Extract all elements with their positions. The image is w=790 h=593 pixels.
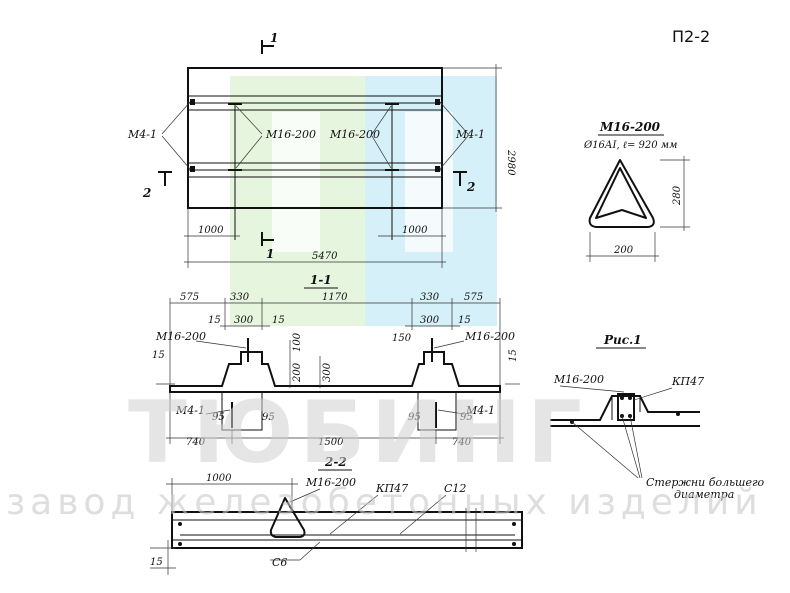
s1-mid-300-b: 300 — [420, 315, 440, 326]
plan-label-m16-left: М16-200 — [265, 128, 316, 141]
watermark-subtitle: завод железобетонных изделий — [6, 482, 763, 523]
watermark-logo — [230, 76, 497, 326]
s2-label-kp: КП47 — [375, 482, 408, 495]
s1-bottom-740-right: 740 — [452, 437, 472, 448]
fig1-label-kp: КП47 — [671, 375, 704, 388]
s1-rib-95-c: 95 — [408, 412, 421, 423]
s1-rib-95-d: 95 — [460, 412, 473, 423]
s1-label-m16-left: М16-200 — [155, 330, 206, 343]
s1-rib-95-b: 95 — [262, 412, 275, 423]
s1-label-m41-right: М4-1 — [465, 404, 495, 417]
s1-rib-95-a: 95 — [212, 412, 225, 423]
s2-offset-dim: 1000 — [206, 473, 232, 484]
s1-h-200: 200 — [292, 362, 303, 383]
plan-label-m16-right: М16-200 — [329, 128, 380, 141]
fig1-note-line2: диаметра — [674, 488, 734, 501]
section-2-title: 2-2 — [324, 455, 347, 469]
s1-label-m41-left: М4-1 — [175, 404, 205, 417]
s1-h-15-right: 15 — [508, 349, 519, 362]
s1-bottom-1500: 1500 — [318, 437, 344, 448]
sheet-code: П2-2 — [672, 27, 710, 46]
s1-bottom-740-left: 740 — [186, 437, 206, 448]
watermark-brand: ТЮБИНГ — [128, 383, 588, 483]
plan-label-m41-right: М4-1 — [455, 128, 485, 141]
plan-view: М4-1 М4-1 М16-200 М16-200 1 1 2 2 2980 1… — [127, 31, 516, 268]
s1-top-575-right: 575 — [464, 292, 483, 303]
loop-detail-title: М16-200 — [599, 120, 661, 134]
s1-h-300: 300 — [322, 362, 333, 382]
cut-2-right: 2 — [466, 180, 475, 194]
s1-label-m16-right: М16-200 — [464, 330, 515, 343]
plan-label-m41-left: М4-1 — [127, 128, 157, 141]
plan-offset-left: 1000 — [198, 225, 224, 236]
s2-label-c6: С6 — [272, 556, 287, 569]
cut-2-left: 2 — [142, 186, 151, 200]
s2-label-c12: С12 — [444, 482, 466, 495]
s1-h-100: 100 — [292, 332, 303, 352]
fig1-label-m16: М16-200 — [553, 373, 604, 386]
s1-h-15-left: 15 — [152, 350, 165, 361]
cut-1-top: 1 — [270, 31, 278, 45]
s1-top-330-right: 330 — [420, 292, 440, 303]
plan-width-dim: 2980 — [505, 149, 516, 176]
figure-1: Рис.1 М16-200 КП47 Стержни большего диам… — [550, 333, 765, 501]
s1-mid-15-a: 15 — [208, 315, 221, 326]
section-1-1: 1-1 575 330 1170 330 575 15 300 15 150 3… — [152, 273, 520, 448]
loop-detail-spec: Ø16АI, ℓ= 920 мм — [583, 140, 677, 151]
plan-offset-right: 1000 — [402, 225, 428, 236]
s2-label-m16: М16-200 — [305, 476, 356, 489]
s1-mid-300-a: 300 — [234, 315, 254, 326]
section-2-2: 2-2 1000 М16-200 КП47 С12 С6 15 — [150, 455, 523, 575]
s1-mid-15-c: 15 — [458, 315, 471, 326]
loop-detail: М16-200 Ø16АI, ℓ= 920 мм 280 200 — [583, 120, 690, 262]
cut-1-bottom: 1 — [266, 247, 274, 261]
s1-top-575-left: 575 — [180, 292, 199, 303]
s1-top-330-left: 330 — [230, 292, 250, 303]
s1-mid-15-b: 15 — [272, 315, 285, 326]
section-1-title: 1-1 — [310, 273, 332, 287]
fig1-title: Рис.1 — [603, 333, 642, 347]
s1-mid-150: 150 — [392, 333, 412, 344]
loop-height-dim: 280 — [672, 185, 683, 206]
plan-length-dim: 5470 — [312, 251, 338, 262]
s1-top-1170: 1170 — [322, 292, 348, 303]
loop-width-dim: 200 — [613, 245, 634, 256]
s2-thickness-dim: 15 — [150, 557, 163, 568]
fig1-note-line1: Стержни большего — [646, 476, 765, 489]
